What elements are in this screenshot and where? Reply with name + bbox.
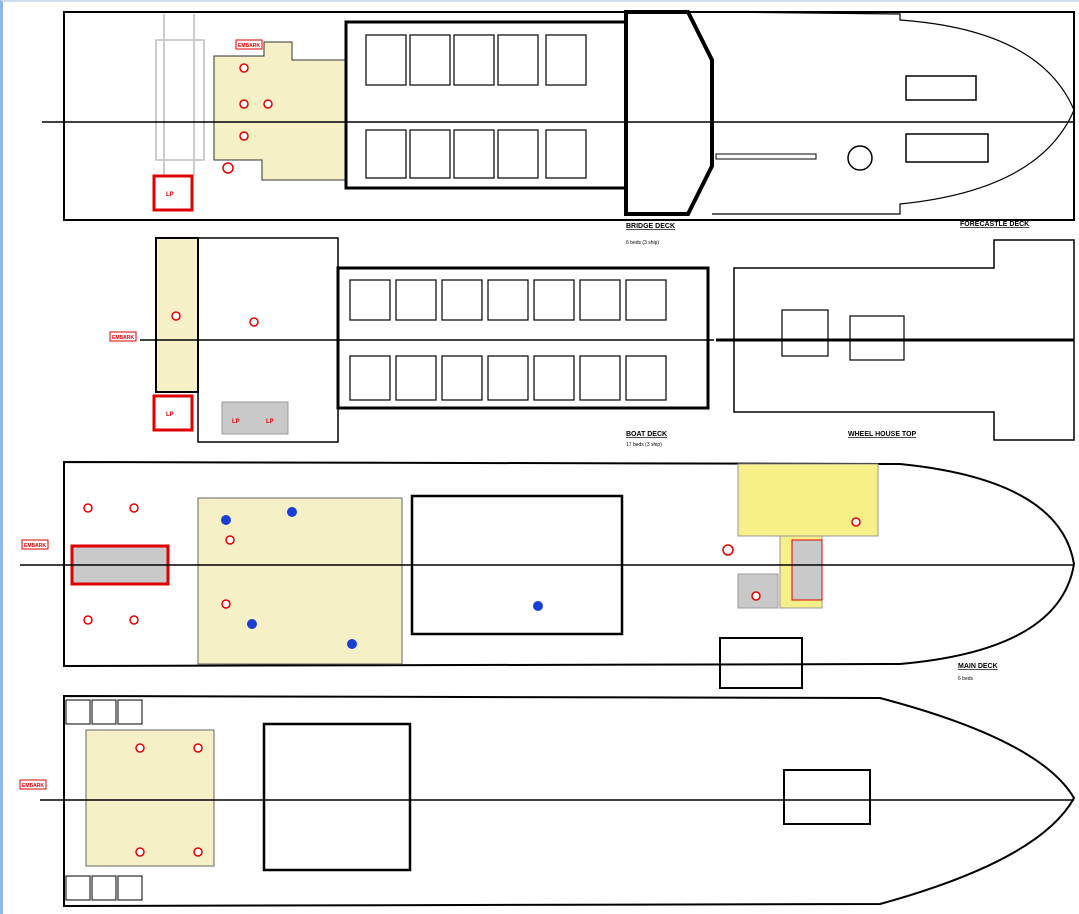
boat-deck-title: BOAT DECK [626, 431, 667, 438]
embark-tag-4: EMBARK [22, 783, 44, 789]
lp-label-1: LP [166, 192, 174, 198]
embark-tag-3: EMBARK [24, 543, 46, 549]
panel-main-deck: EMBARK MAIN DECK 6 beds [20, 460, 1076, 689]
boat-deck-sub: 17 beds (3 ship) [626, 442, 662, 448]
main-deck-title: MAIN DECK [958, 663, 998, 670]
wheelhouse-top-title: WHEEL HOUSE TOP [848, 431, 917, 438]
embark-tag-2: EMBARK [112, 335, 134, 341]
embark-tag-1: EMBARK [238, 43, 260, 49]
lp-label-3: LP [232, 419, 240, 425]
bridge-deck-sub: 6 beds (3 ship) [626, 240, 659, 246]
lp-label-4: LP [266, 419, 274, 425]
panel-boat-deck: LP LP LP EMBARK BOAT DECK 17 beds (3 shi… [109, 237, 1075, 448]
panel-lower-deck: EMBARK [19, 694, 1076, 908]
forecastle-deck-title: FORECASTLE DECK [960, 221, 1029, 228]
panel-bridge-deck: LP EMBARK BRIDGE DECK 6 beds (3 ship) FO… [42, 10, 1075, 246]
main-deck-sub: 6 beds [958, 676, 974, 682]
lp-label-2: LP [166, 412, 174, 418]
bridge-deck-title: BRIDGE DECK [626, 223, 675, 230]
